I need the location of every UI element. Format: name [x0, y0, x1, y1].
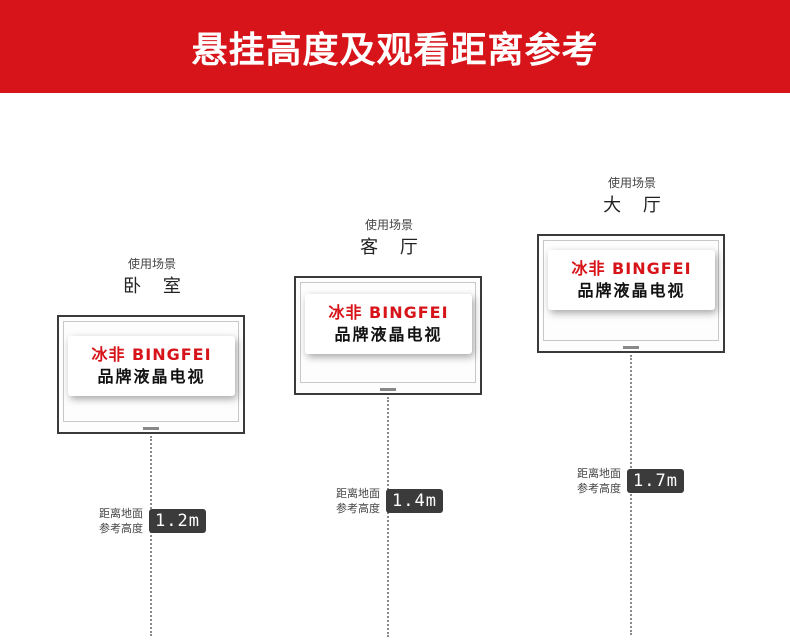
height-label-line2: 参考高度	[577, 482, 621, 495]
height-label: 距离地面 参考高度	[577, 466, 621, 496]
tv-brand: 冰非 BINGFEI	[91, 345, 212, 364]
page-title: 悬挂高度及观看距离参考	[191, 29, 599, 71]
scene-name: 卧 室	[123, 276, 189, 297]
tv-brand: 冰非 BINGFEI	[571, 259, 692, 278]
height-label-line1: 距离地面	[577, 467, 621, 480]
scene-caption: 使用场景	[127, 257, 176, 271]
tv-illustration: 冰非 BINGFEI 品牌液晶电视	[537, 234, 725, 353]
height-value-badge: 1.7m	[627, 469, 684, 493]
height-label-line2: 参考高度	[99, 522, 143, 535]
tv-tagline: 品牌液晶电视	[577, 281, 686, 300]
scene-caption: 使用场景	[364, 218, 413, 232]
tv-screen-card: 冰非 BINGFEI 品牌液晶电视	[305, 294, 472, 354]
scene-living-room: 使用场景 客 厅 冰非 BINGFEI 品牌液晶电视 距离地面 参考高度 1.4…	[294, 0, 484, 643]
tv-illustration: 冰非 BINGFEI 品牌液晶电视	[57, 315, 245, 434]
tv-tagline: 品牌液晶电视	[334, 325, 443, 344]
height-label-line1: 距离地面	[99, 507, 143, 520]
scene-hall: 使用场景 大 厅 冰非 BINGFEI 品牌液晶电视 距离地面 参考高度 1.7…	[537, 0, 727, 643]
scene-name: 客 厅	[360, 237, 426, 258]
height-label: 距离地面 参考高度	[336, 486, 380, 516]
tv-screen-card: 冰非 BINGFEI 品牌液晶电视	[68, 336, 235, 396]
height-label-line2: 参考高度	[336, 502, 380, 515]
height-label-group: 距离地面 参考高度 1.4m	[336, 486, 443, 516]
height-value-badge: 1.4m	[386, 489, 443, 513]
height-dotted-line	[630, 355, 632, 635]
tv-logo	[143, 427, 159, 430]
scene-name: 大 厅	[603, 195, 669, 216]
height-value-badge: 1.2m	[149, 509, 206, 533]
tv-logo	[380, 388, 396, 391]
tv-screen-card: 冰非 BINGFEI 品牌液晶电视	[548, 250, 715, 310]
height-label-group: 距离地面 参考高度 1.7m	[577, 466, 684, 496]
tv-illustration: 冰非 BINGFEI 品牌液晶电视	[294, 276, 482, 395]
height-dotted-line	[387, 397, 389, 637]
tv-tagline: 品牌液晶电视	[97, 367, 206, 386]
scene-caption: 使用场景	[607, 176, 656, 190]
height-label-group: 距离地面 参考高度 1.2m	[99, 506, 206, 536]
tv-logo	[623, 346, 639, 349]
height-label: 距离地面 参考高度	[99, 506, 143, 536]
height-dotted-line	[150, 436, 152, 636]
scene-bedroom: 使用场景 卧 室 冰非 BINGFEI 品牌液晶电视 距离地面 参考高度 1.2…	[57, 0, 247, 643]
height-label-line1: 距离地面	[336, 487, 380, 500]
tv-brand: 冰非 BINGFEI	[328, 303, 449, 322]
header-banner: 悬挂高度及观看距离参考	[0, 0, 790, 93]
